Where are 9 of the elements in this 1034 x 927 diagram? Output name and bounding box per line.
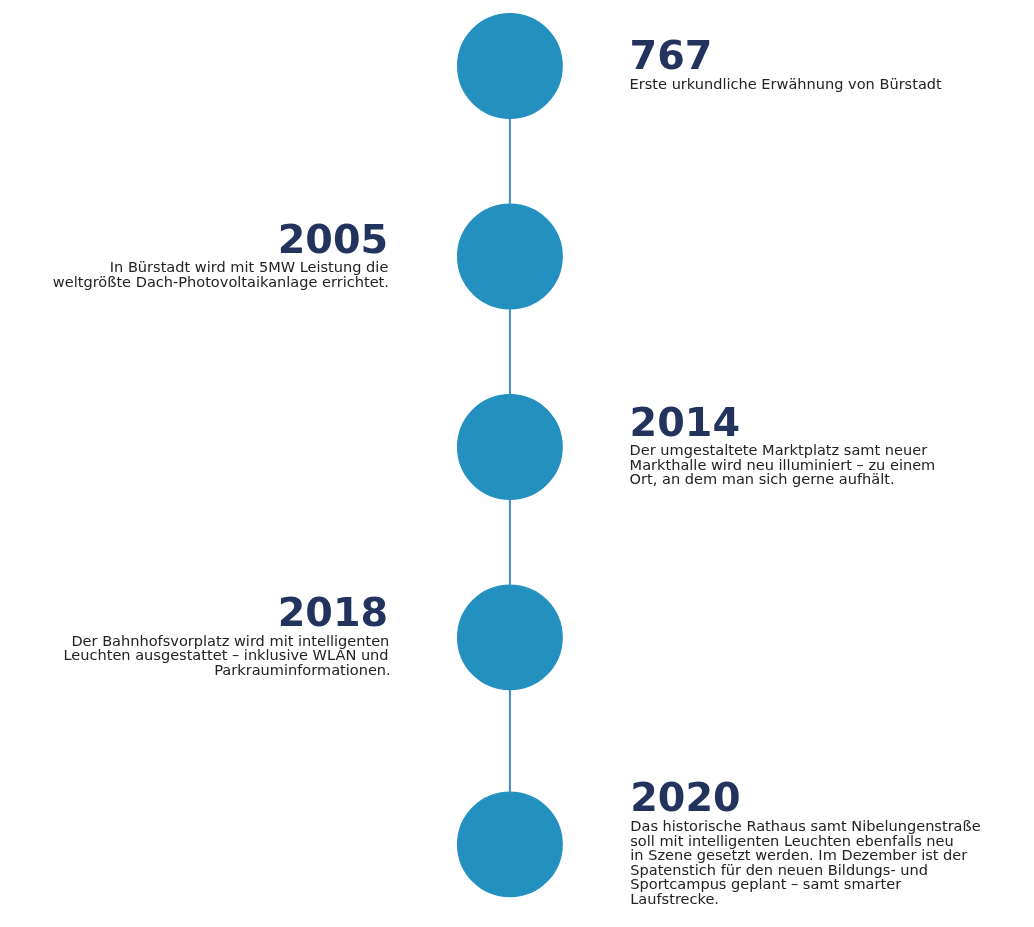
connector bbox=[508, 117, 511, 205]
node-circle bbox=[456, 13, 563, 119]
node-circle bbox=[456, 203, 563, 310]
connector bbox=[508, 308, 511, 396]
node-circle bbox=[456, 584, 563, 691]
node-circle bbox=[456, 791, 563, 898]
node-circle bbox=[456, 394, 563, 500]
connector bbox=[508, 498, 511, 586]
connector bbox=[508, 688, 511, 794]
